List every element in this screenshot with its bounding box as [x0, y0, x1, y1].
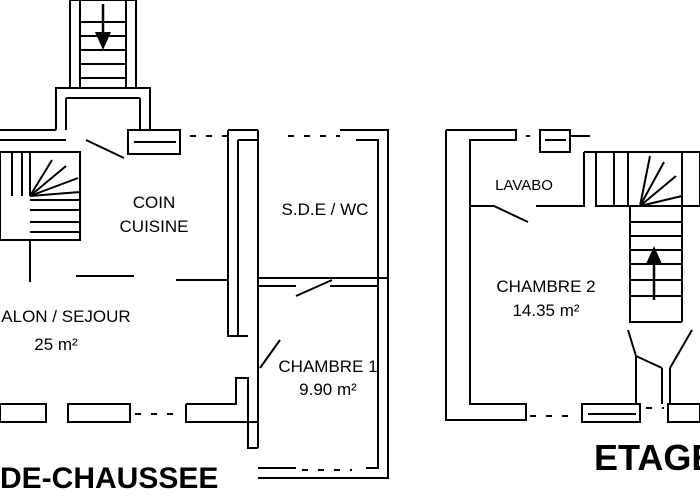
upper-floor-outline: [445, 129, 700, 423]
room-coin-cuisine-line1: COIN: [133, 193, 176, 212]
room-sde-wc: S.D.E / WC: [282, 200, 369, 219]
room-coin-cuisine-line2: CUISINE: [120, 217, 189, 236]
entry-arrow: [95, 4, 111, 50]
ground-spiral-stair: [0, 151, 81, 282]
ground-floor-outline: [0, 129, 389, 479]
stair-up-arrow: [646, 246, 662, 300]
floor-label-upper: ETAGE: [594, 437, 700, 478]
room-chambre-1-area: 9.90 m²: [299, 380, 357, 399]
room-chambre-2: CHAMBRE 2: [496, 277, 595, 296]
upper-spiral-stair: [595, 151, 700, 323]
room-lavabo: LAVABO: [495, 177, 553, 194]
room-chambre-1: CHAMBRE 1: [278, 357, 377, 376]
room-salon-sejour-area: 25 m²: [34, 335, 78, 354]
room-chambre-2-area: 14.35 m²: [512, 301, 579, 320]
room-salon-sejour: ALON / SEJOUR: [1, 307, 130, 326]
floor-label-ground: DE-CHAUSSEE: [0, 462, 218, 495]
